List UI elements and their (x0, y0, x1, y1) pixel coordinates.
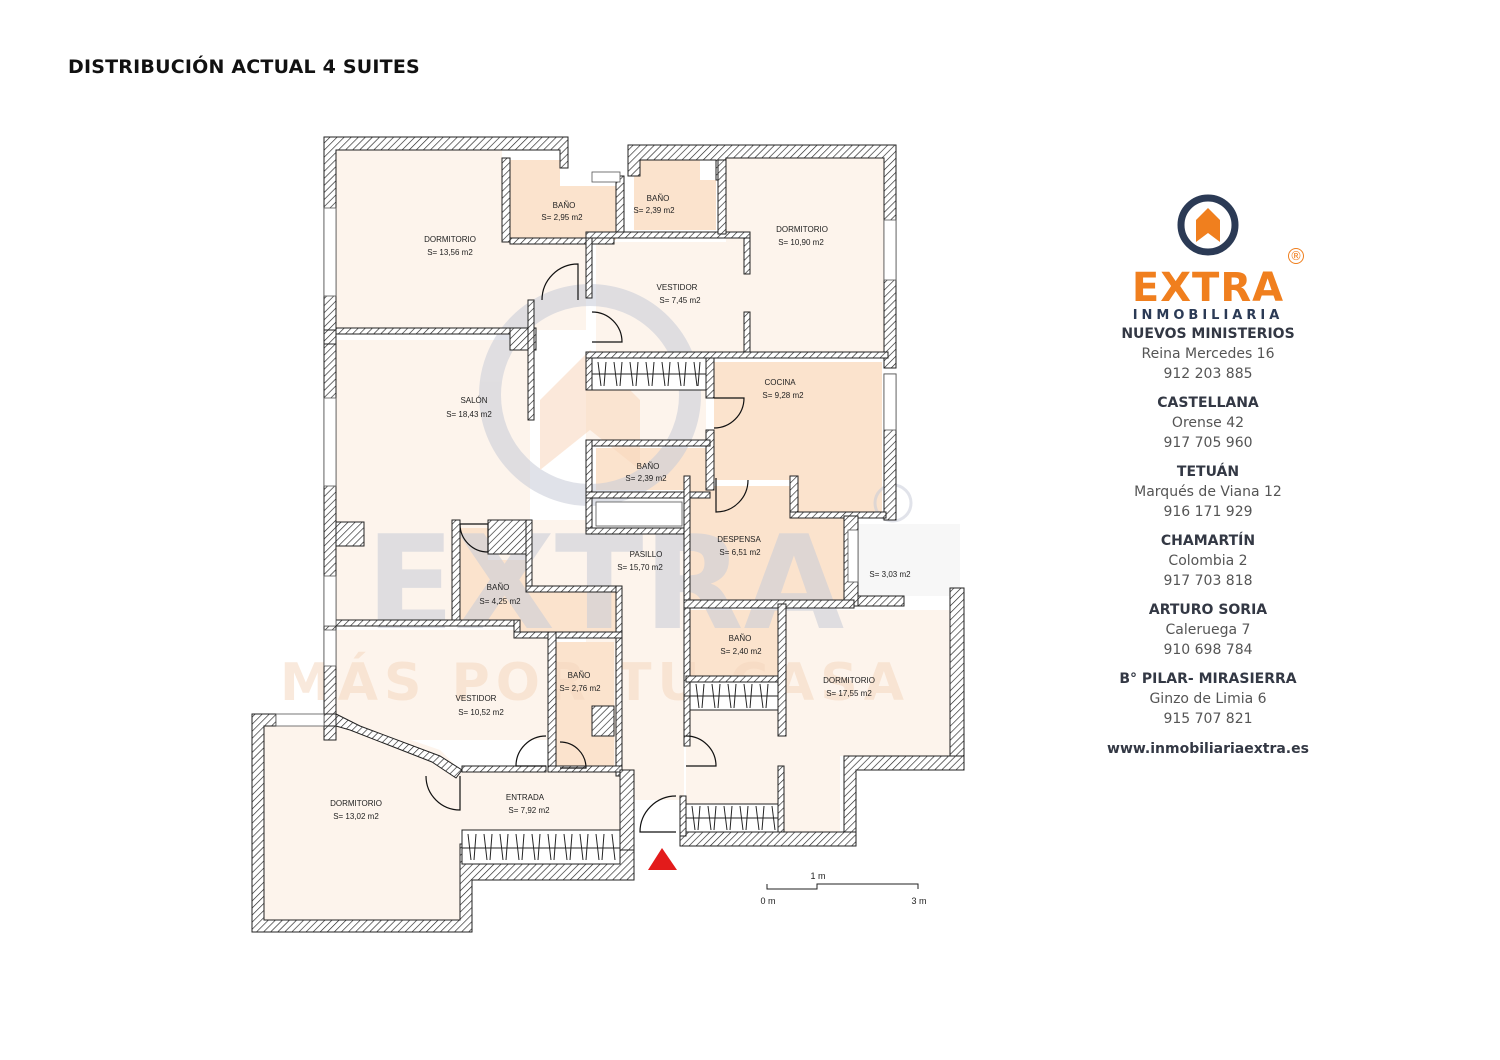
office-address: Marqués de Viana 12 (1134, 484, 1282, 500)
office-phone: 916 171 929 (1163, 504, 1253, 520)
room-area: S= 18,43 m2 (446, 410, 492, 419)
office-address: Colombia 2 (1168, 553, 1248, 569)
room-area: S= 7,45 m2 (659, 296, 701, 305)
room-area: S= 13,02 m2 (333, 812, 379, 821)
room-area: S= 2,40 m2 (720, 647, 762, 656)
room-area: S= 2,95 m2 (541, 213, 583, 222)
office-address: Caleruega 7 (1165, 622, 1251, 638)
room-name: DORMITORIO (823, 676, 875, 685)
office-block: CASTELLANA Orense 42 917 705 960 (1090, 393, 1326, 453)
scale-bar: 1 m 0 m 3 m (760, 871, 926, 906)
room-area: S= 6,51 m2 (719, 548, 761, 557)
room-name: BAÑO (729, 634, 752, 643)
room-name: BAÑO (637, 462, 660, 471)
office-address: Reina Mercedes 16 (1141, 346, 1275, 362)
room-name: BAÑO (553, 201, 576, 210)
room-name: BAÑO (487, 583, 510, 592)
room-name: BAÑO (647, 194, 670, 203)
scale-label-end: 3 m (911, 896, 926, 906)
office-name: NUEVOS MINISTERIOS (1121, 326, 1295, 342)
brand-name: EXTRA (1131, 265, 1285, 311)
room-name: ENTRADA (506, 793, 545, 802)
room-area: S= 2,39 m2 (633, 206, 675, 215)
room-name: VESTIDOR (456, 694, 497, 703)
office-name: TETUÁN (1176, 464, 1240, 480)
office-name: ARTURO SORIA (1148, 602, 1268, 618)
room-area: S= 13,56 m2 (427, 248, 473, 257)
room-area: S= 7,92 m2 (508, 806, 550, 815)
room-area: S= 10,90 m2 (778, 238, 824, 247)
office-address: Ginzo de Limia 6 (1149, 691, 1267, 707)
registered-icon: ® (1288, 248, 1304, 264)
room-area: S= 15,70 m2 (617, 563, 663, 572)
office-block: CHAMARTÍN Colombia 2 917 703 818 (1090, 531, 1326, 591)
scale-label-mid: 1 m (810, 871, 825, 881)
house-circle-icon (1177, 194, 1239, 256)
office-name: B° PILAR- MIRASIERRA (1119, 671, 1297, 687)
room-labels: DORMITORIO S= 13,56 m2 BAÑO S= 2,95 m2 B… (330, 194, 911, 821)
entrance-marker-icon (648, 848, 677, 870)
floor-fills (264, 150, 960, 920)
room-area: S= 3,03 m2 (869, 570, 911, 579)
office-name: CHAMARTÍN (1160, 533, 1256, 549)
office-block: NUEVOS MINISTERIOS Reina Mercedes 16 912… (1090, 324, 1326, 384)
brand-logo: EXTRA ® INMOBILIARIA (1090, 190, 1326, 323)
room-name: PASILLO (630, 550, 663, 559)
room-area: S= 9,28 m2 (762, 391, 804, 400)
room-name: COCINA (764, 378, 796, 387)
office-block: ARTURO SORIA Caleruega 7 910 698 784 (1090, 600, 1326, 660)
page-title: DISTRIBUCIÓN ACTUAL 4 SUITES (68, 56, 420, 78)
office-address: Orense 42 (1171, 415, 1245, 431)
room-area: S= 2,39 m2 (625, 474, 667, 483)
office-phone: 917 703 818 (1163, 573, 1253, 589)
room-name: DESPENSA (717, 535, 761, 544)
room-area: S= 17,55 m2 (826, 689, 872, 698)
wardrobes (461, 357, 779, 865)
office-phone: 912 203 885 (1163, 366, 1253, 382)
doors (425, 263, 749, 833)
website-link[interactable]: www.inmobiliariaextra.es (1107, 741, 1309, 757)
room-area: S= 4,25 m2 (479, 597, 521, 606)
office-phone: 917 705 960 (1163, 435, 1253, 451)
room-area: S= 2,76 m2 (559, 684, 601, 693)
room-name: BAÑO (568, 671, 591, 680)
scale-label-start: 0 m (760, 896, 775, 906)
brand-subtitle: INMOBILIARIA (1132, 308, 1284, 323)
watermark-tagline: MÁS POR TU CASA (280, 652, 910, 713)
room-name: DORMITORIO (424, 235, 476, 244)
windows (275, 171, 897, 727)
room-name: SALÓN (460, 396, 487, 405)
room-name: DORMITORIO (330, 799, 382, 808)
office-block: B° PILAR- MIRASIERRA Ginzo de Limia 6 91… (1090, 669, 1326, 729)
room-name: VESTIDOR (657, 283, 698, 292)
office-phone: 910 698 784 (1163, 642, 1253, 658)
office-block: TETUÁN Marqués de Viana 12 916 171 929 (1090, 462, 1326, 522)
room-name: DORMITORIO (776, 225, 828, 234)
agency-sidebar: EXTRA ® INMOBILIARIA NUEVOS MINISTERIOS … (1090, 190, 1326, 757)
office-name: CASTELLANA (1157, 395, 1259, 411)
room-area: S= 10,52 m2 (458, 708, 504, 717)
office-phone: 915 707 821 (1163, 711, 1253, 727)
